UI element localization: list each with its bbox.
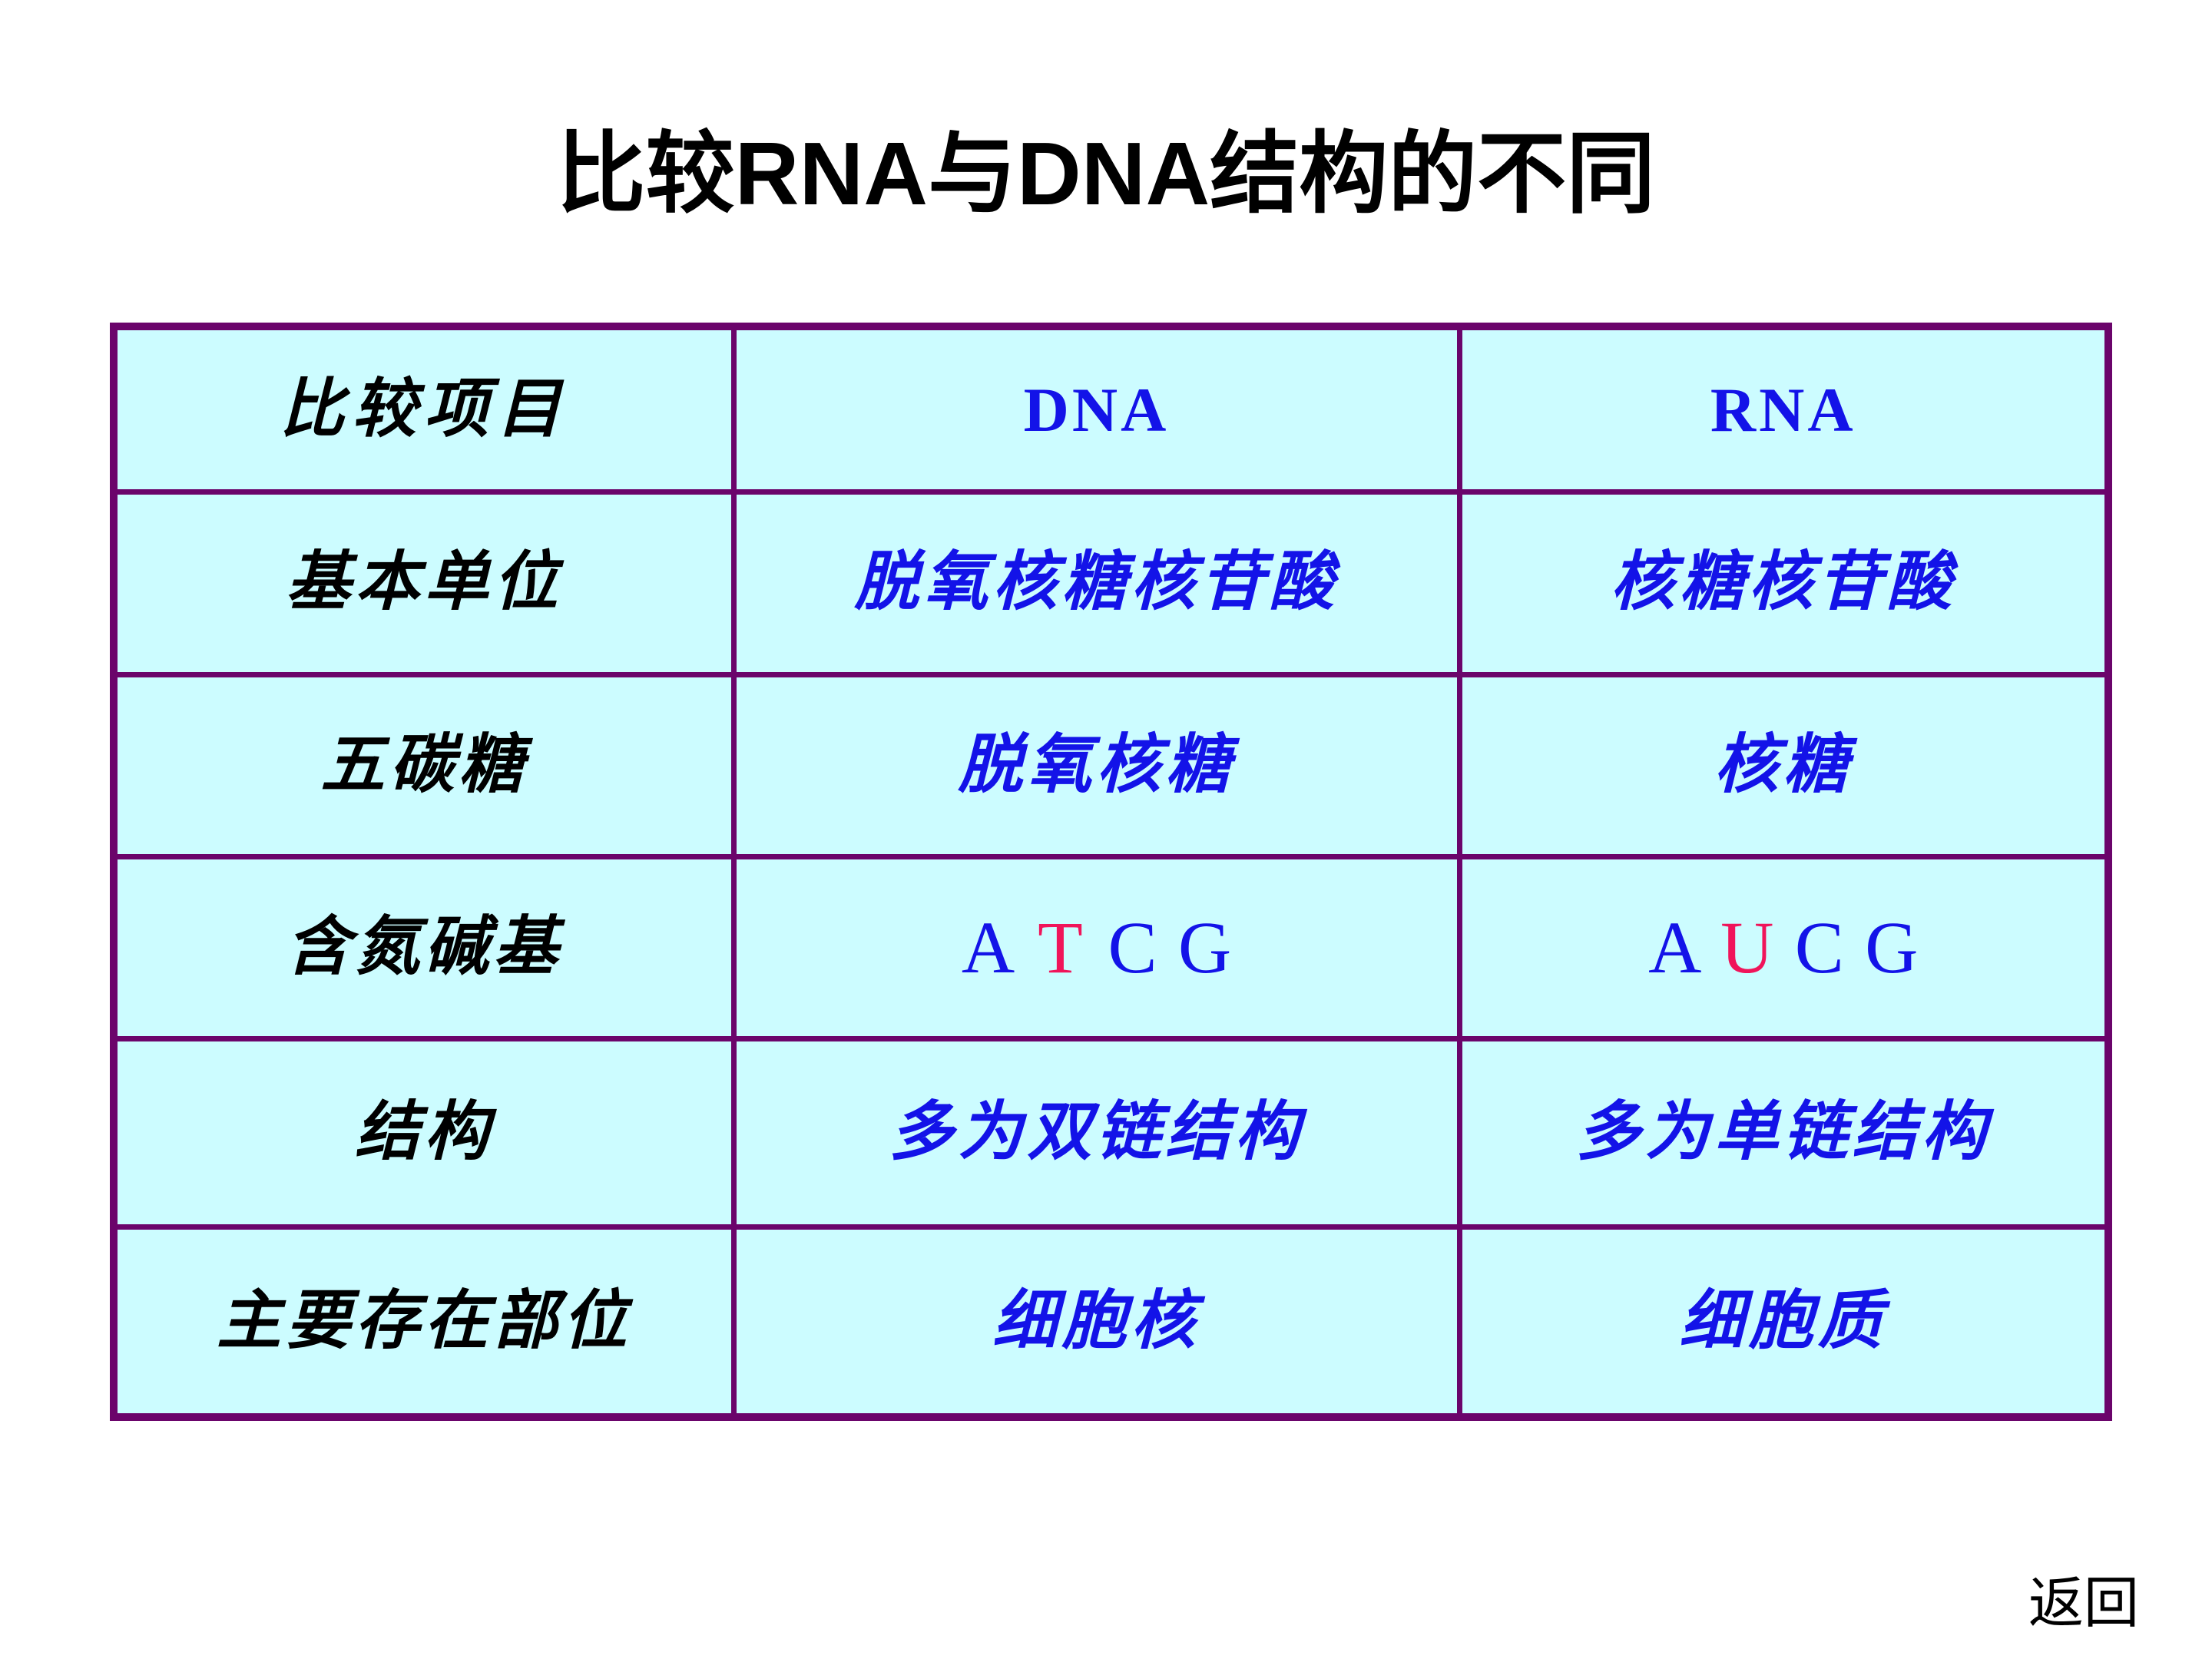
cell-value: 核糖核苷酸: [1610, 547, 1956, 619]
cell-value: 多为双链结构: [889, 1097, 1304, 1169]
cell-label: 含氮碱基: [286, 911, 563, 983]
cell-label: 五碳糖: [320, 729, 528, 801]
table-row: 结构 多为双链结构 多为单链结构: [111, 1035, 2111, 1230]
cell-dna-structure: 多为双链结构: [730, 1035, 1462, 1230]
base-letter: G: [1865, 906, 1919, 988]
cell-label: 基本单位: [286, 547, 563, 619]
header-cell-rna: RNA: [1456, 323, 2111, 495]
header-label-rna: RNA: [1710, 374, 1856, 445]
page-title: 比较RNA与DNA结构的不同: [556, 124, 1656, 224]
base-letter-accent: T: [1038, 906, 1083, 988]
back-button[interactable]: 返回: [2028, 1573, 2139, 1634]
cell-value: 脱氧核糖核苷酸: [854, 547, 1339, 619]
base-letter-accent: U: [1720, 906, 1774, 988]
base-letter: A: [1648, 906, 1702, 988]
cell-value: 多为单链结构: [1575, 1097, 1991, 1169]
table-row: 五碳糖 脱氧核糖 核糖: [111, 671, 2111, 859]
header-label-dna: DNA: [1023, 374, 1170, 445]
header-cell-item: 比较项目: [111, 323, 737, 495]
table-row: 基本单位 脱氧核糖核苷酸 核糖核苷酸: [111, 489, 2111, 677]
cell-rna-structure: 多为单链结构: [1456, 1035, 2111, 1230]
table-header-row: 比较项目 DNA RNA: [111, 323, 2111, 495]
cell-value: 细胞质: [1679, 1285, 1887, 1357]
base-letter: G: [1177, 906, 1232, 988]
row-item-nitrogenous-bases: 含氮碱基: [111, 853, 737, 1041]
cell-value: 核糖: [1714, 729, 1853, 801]
cell-dna-pentose: 脱氧核糖: [730, 671, 1462, 859]
cell-rna-basic-unit: 核糖核苷酸: [1456, 489, 2111, 677]
cell-label: 主要存在部位: [217, 1285, 632, 1357]
cell-dna-basic-unit: 脱氧核糖核苷酸: [730, 489, 1462, 677]
cell-value: 细胞核: [992, 1285, 1200, 1357]
row-item-structure: 结构: [111, 1035, 737, 1230]
base-letter: C: [1108, 906, 1157, 988]
row-item-main-location: 主要存在部位: [111, 1224, 737, 1420]
rna-dna-comparison-table: 比较项目 DNA RNA 基本单位 脱氧核糖核苷酸 核糖核苷酸 五碳糖: [110, 323, 2112, 1421]
row-item-pentose: 五碳糖: [111, 671, 737, 859]
base-letter: A: [961, 906, 1015, 988]
header-cell-dna: DNA: [730, 323, 1462, 495]
cell-rna-main-location: 细胞质: [1456, 1224, 2111, 1420]
table-row: 主要存在部位 细胞核 细胞质: [111, 1224, 2111, 1420]
row-item-basic-unit: 基本单位: [111, 489, 737, 677]
header-label-item: 比较项目: [280, 373, 569, 445]
cell-rna-pentose: 核糖: [1456, 671, 2111, 859]
cell-value: 脱氧核糖: [958, 729, 1235, 801]
cell-label: 结构: [355, 1097, 494, 1169]
cell-dna-main-location: 细胞核: [730, 1224, 1462, 1420]
base-letter: C: [1794, 906, 1844, 988]
